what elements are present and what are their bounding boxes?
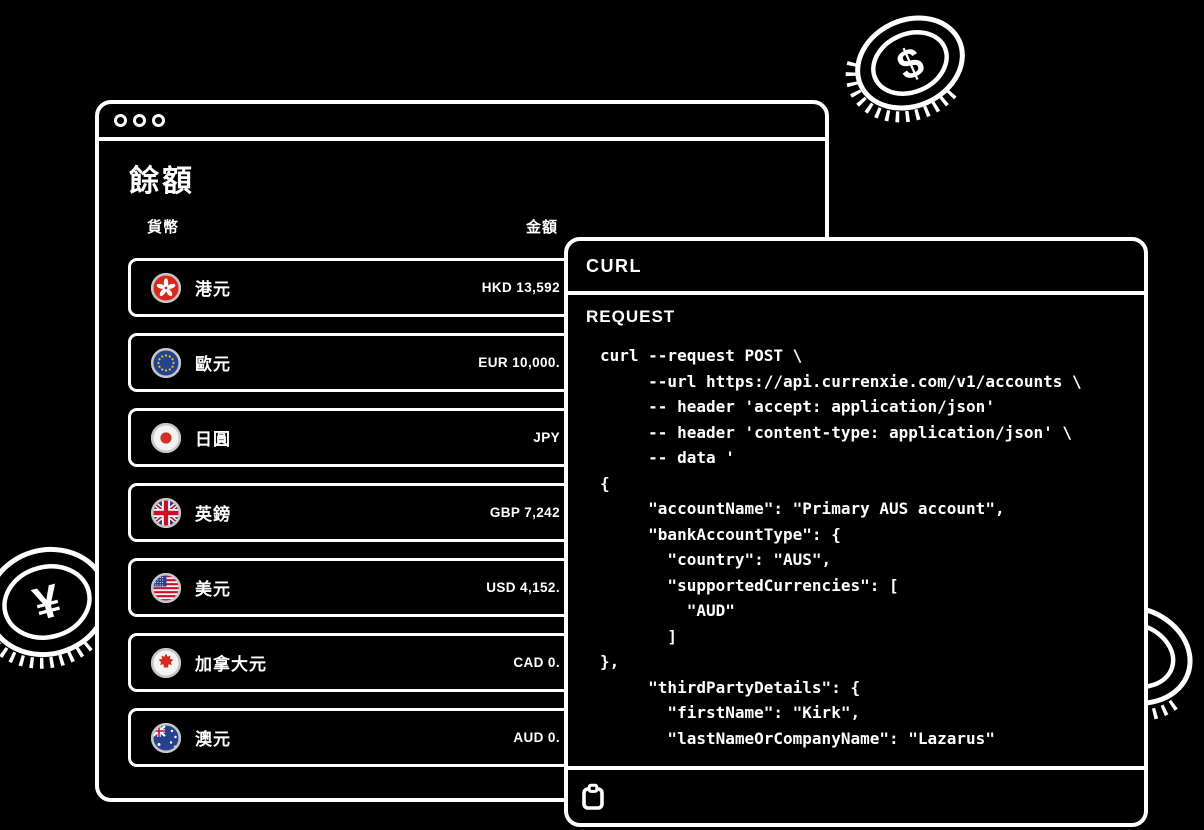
curl-window-title: CURL xyxy=(586,255,642,276)
currency-amount: JPY xyxy=(533,430,560,445)
currency-name: 澳元 xyxy=(195,730,231,749)
yen-coin-illustration: ¥ xyxy=(0,546,109,669)
window-titlebar xyxy=(99,104,825,141)
curl-window-header: CURL xyxy=(568,241,1144,295)
curl-window: CURL REQUEST curl --request POST \ --url… xyxy=(564,237,1148,827)
request-section-label: REQUEST xyxy=(586,307,676,326)
currency-name: 港元 xyxy=(195,280,231,299)
currency-amount: USD 4,152. xyxy=(486,580,560,595)
currency-column-header: 貨幣 xyxy=(147,219,180,236)
amount-column-header: 金額 xyxy=(525,219,558,236)
page-title: 餘額 xyxy=(129,165,195,198)
window-control-button-3[interactable] xyxy=(152,114,165,127)
currency-name: 美元 xyxy=(195,580,231,599)
currency-amount: AUD 0. xyxy=(513,730,560,745)
dollar-symbol: $ xyxy=(890,37,930,89)
copy-button[interactable] xyxy=(581,783,605,811)
clipboard-icon xyxy=(582,783,604,810)
currency-name: 日圓 xyxy=(195,430,231,449)
currency-name: 加拿大元 xyxy=(195,655,267,674)
window-control-button-1[interactable] xyxy=(114,114,127,127)
currency-amount: GBP 7,242 xyxy=(489,505,560,520)
currency-name: 英鎊 xyxy=(195,505,231,524)
table-column-headers: 貨幣 金額 xyxy=(147,216,558,237)
curl-window-footer xyxy=(568,766,1144,823)
currency-amount: HKD 13,592 xyxy=(481,280,560,295)
currency-amount: CAD 0. xyxy=(513,655,560,670)
currency-amount: EUR 10,000. xyxy=(478,355,560,370)
window-control-button-2[interactable] xyxy=(133,114,146,127)
currency-name: 歐元 xyxy=(195,355,231,374)
yen-symbol: ¥ xyxy=(28,573,67,630)
dollar-coin-illustration: $ xyxy=(845,15,965,123)
curl-code-block: curl --request POST \ --url https://api.… xyxy=(600,346,1082,748)
